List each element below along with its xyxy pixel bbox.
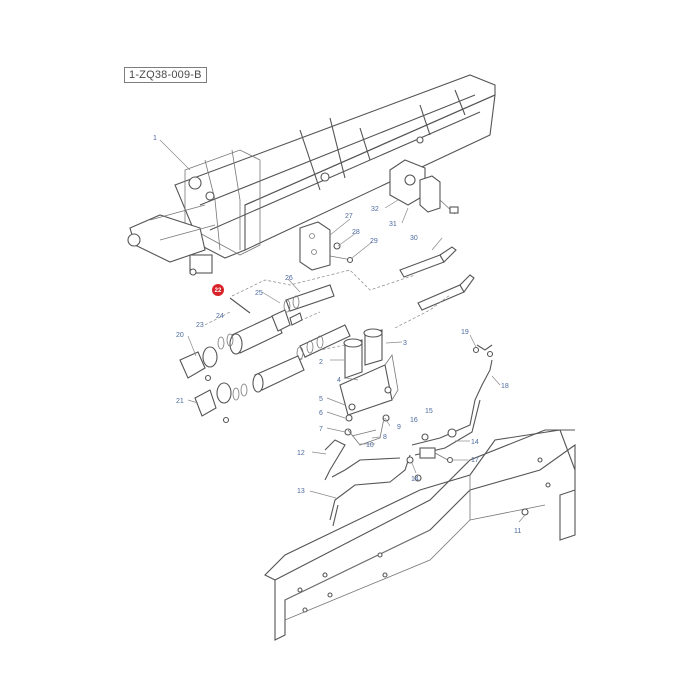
callout-10: 10 bbox=[366, 442, 374, 449]
callout-17: 17 bbox=[471, 457, 479, 464]
upper-right-brackets bbox=[299, 159, 475, 311]
callout-31: 31 bbox=[389, 221, 397, 228]
highlight-marker-icon[interactable] bbox=[212, 284, 224, 296]
callout-16: 16 bbox=[410, 417, 418, 424]
callout-21: 21 bbox=[176, 398, 184, 405]
callout-labels: 1 2 3 4 5 6 7 8 9 10 11 12 13 14 14 15 1… bbox=[153, 135, 521, 535]
callout-13: 13 bbox=[297, 488, 305, 495]
lower-main-frame bbox=[264, 429, 576, 641]
callout-6: 6 bbox=[319, 410, 323, 417]
callout-leaders bbox=[159, 139, 526, 523]
diagram-reference-code: 1-ZQ38-009-B bbox=[124, 67, 207, 83]
callout-11: 11 bbox=[514, 528, 521, 535]
callout-2: 2 bbox=[319, 359, 323, 366]
callout-14b: 14 bbox=[411, 476, 419, 483]
highlighted-callout[interactable]: 22 bbox=[212, 284, 224, 296]
callout-7: 7 bbox=[319, 426, 323, 433]
callout-18: 18 bbox=[501, 383, 509, 390]
callout-15: 15 bbox=[425, 408, 433, 415]
callout-1: 1 bbox=[153, 135, 157, 142]
callout-32: 32 bbox=[371, 206, 379, 213]
callout-4: 4 bbox=[337, 377, 341, 384]
callout-14a: 14 bbox=[471, 439, 479, 446]
callout-19: 19 bbox=[461, 329, 469, 336]
highlighted-callout-label: 22 bbox=[215, 288, 222, 294]
callout-24: 24 bbox=[216, 313, 224, 320]
callout-27: 27 bbox=[345, 213, 353, 220]
callout-25: 25 bbox=[255, 290, 263, 297]
callout-23: 23 bbox=[196, 322, 204, 329]
callout-8: 8 bbox=[383, 434, 387, 441]
callout-29: 29 bbox=[370, 238, 378, 245]
callout-5: 5 bbox=[319, 396, 323, 403]
hose-lines bbox=[324, 344, 494, 527]
upper-frame-assembly bbox=[127, 74, 496, 276]
valve-block-group bbox=[339, 328, 399, 446]
callout-9: 9 bbox=[397, 424, 401, 431]
callout-20: 20 bbox=[176, 332, 184, 339]
callout-30: 30 bbox=[410, 235, 418, 242]
callout-28: 28 bbox=[352, 229, 360, 236]
callout-26: 26 bbox=[285, 275, 293, 282]
callout-12: 12 bbox=[297, 450, 305, 457]
hydraulic-cylinder-group bbox=[179, 284, 351, 424]
callout-3: 3 bbox=[403, 340, 407, 347]
